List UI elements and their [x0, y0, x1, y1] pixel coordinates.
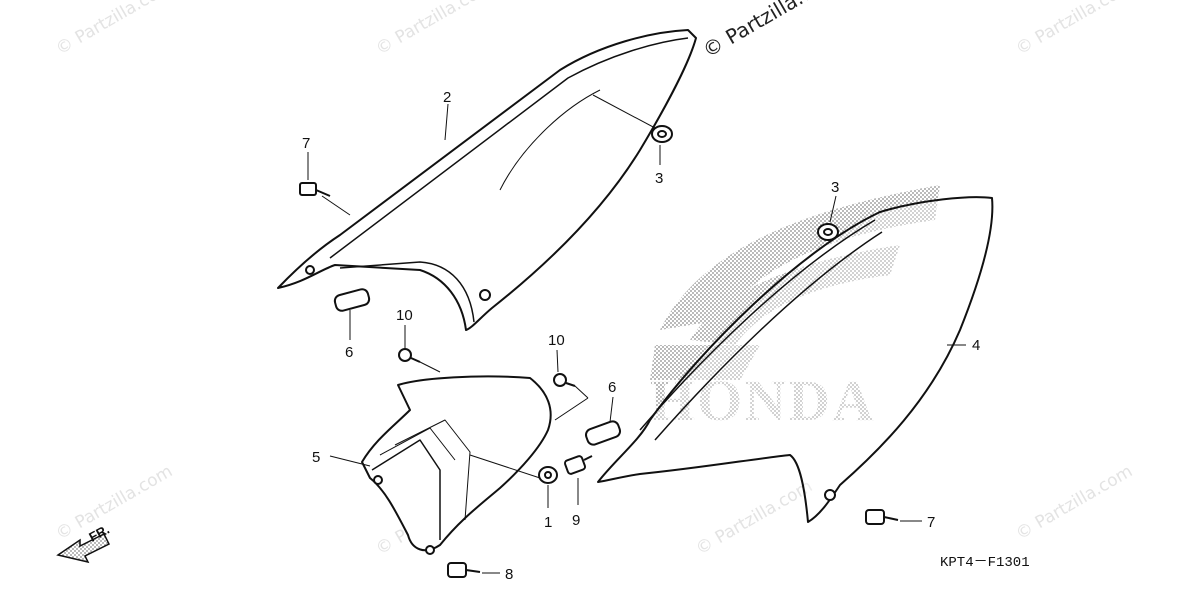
front-arrow-icon [56, 532, 111, 564]
callout-6-right: 6 [608, 379, 616, 396]
part-2-upper-shroud[interactable] [277, 29, 697, 331]
watermark-text: © Partzilla.com [699, 0, 845, 62]
watermark-text: © Partzilla.com [373, 0, 497, 59]
screw-10-right[interactable] [553, 373, 576, 387]
honda-logo-text: HONDA [650, 368, 876, 433]
part-4-side-cover[interactable] [597, 196, 994, 523]
diagram-code: KPT4－F1301 [940, 555, 1030, 571]
collar-1[interactable] [538, 466, 558, 484]
callout-7-lower: 7 [927, 514, 935, 531]
watermark-text: © Partzilla.com [1013, 0, 1137, 59]
callout-9: 9 [572, 512, 580, 529]
callout-3-right: 3 [831, 179, 839, 196]
honda-wing-logo: HONDA [650, 185, 940, 433]
callout-10-left: 10 [396, 307, 413, 324]
bolt-7-upper[interactable] [299, 182, 331, 197]
watermark-text: © Partzilla.com [1013, 461, 1137, 544]
leader-lines [307, 94, 966, 574]
part-5-lower-cover[interactable] [361, 375, 552, 555]
hardware [299, 125, 899, 578]
callout-2: 2 [443, 89, 451, 106]
callout-5: 5 [312, 449, 320, 466]
callout-10-right: 10 [548, 332, 565, 349]
clip-6-right[interactable] [584, 420, 622, 447]
bolt-7-lower[interactable] [865, 509, 899, 525]
front-direction-marker: FR. [56, 522, 112, 564]
bolt-9[interactable] [563, 455, 593, 475]
callouts: 2 3 3 4 5 6 6 7 7 8 9 10 10 1 [302, 89, 980, 583]
callout-1: 1 [544, 514, 552, 531]
grommet-3-upper[interactable] [651, 125, 673, 143]
watermark-text: © Partzilla.com [693, 476, 817, 559]
clip-6-left[interactable] [333, 288, 371, 312]
callout-8: 8 [505, 566, 513, 583]
callout-3-upper: 3 [655, 170, 663, 187]
callout-4: 4 [972, 337, 980, 354]
watermark-text: © Partzilla.com [53, 0, 177, 59]
screw-10-left[interactable] [398, 348, 421, 363]
grommet-3-right[interactable] [817, 223, 839, 241]
watermark-text: © Partzilla.com [53, 461, 177, 544]
bolt-8[interactable] [447, 562, 481, 578]
callout-6-left: 6 [345, 344, 353, 361]
callout-7-upper: 7 [302, 135, 310, 152]
